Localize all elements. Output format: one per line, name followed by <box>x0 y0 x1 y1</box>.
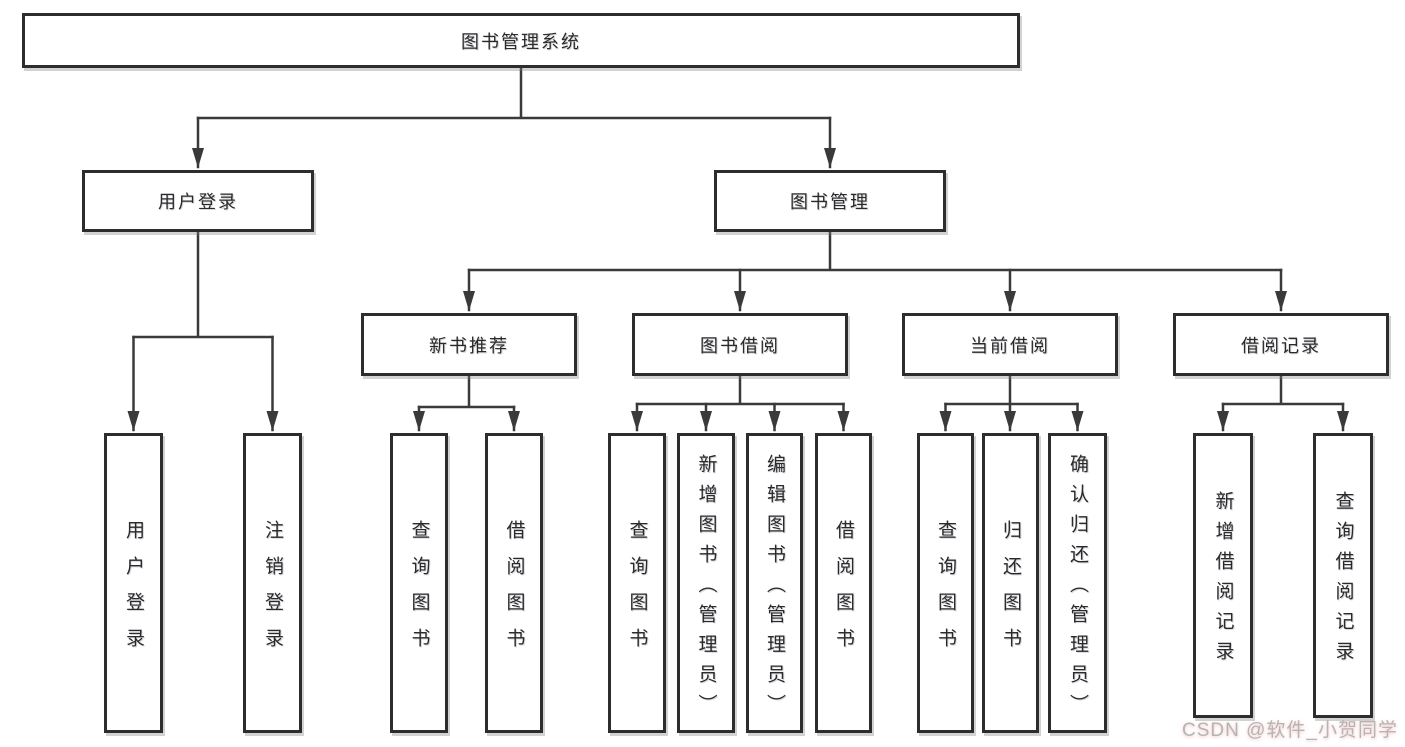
node-new-book-recommend: 新书推荐 <box>361 313 577 376</box>
leaf-confirm-return-admin: 确认归还（管理员） <box>1048 433 1107 733</box>
node-current-borrowing: 当前借阅 <box>902 313 1118 376</box>
leaf-add-books-admin: 新增图书（管理员） <box>677 433 735 733</box>
leaf-borrow-books-recommend-label: 借阅图书 <box>503 519 525 664</box>
leaf-query-borrow-record-label: 查询借阅记录 <box>1332 491 1354 671</box>
node-book-borrowing-label: 图书借阅 <box>700 335 780 356</box>
leaf-user-login-label: 用户登录 <box>123 519 144 664</box>
leaf-add-books-admin-label: 新增图书（管理员） <box>695 453 717 724</box>
node-borrowing-records: 借阅记录 <box>1173 313 1389 376</box>
leaf-return-books-label: 归还图书 <box>1000 519 1021 664</box>
leaf-logout-label: 注销登录 <box>262 519 283 664</box>
leaf-borrow-books-label: 借阅图书 <box>833 519 854 664</box>
leaf-confirm-return-admin-label: 确认归还（管理员） <box>1067 453 1088 724</box>
node-user-login-label: 用户登录 <box>158 192 238 212</box>
node-user-login: 用户登录 <box>82 170 314 232</box>
leaf-user-login: 用户登录 <box>104 433 163 733</box>
watermark: CSDN @软件_小贺同学 <box>1182 720 1398 741</box>
node-current-borrowing-label: 当前借阅 <box>970 335 1050 356</box>
leaf-query-books-current-label: 查询图书 <box>935 519 956 664</box>
leaf-query-books-borrowing-label: 查询图书 <box>626 519 648 664</box>
leaf-add-borrow-record: 新增借阅记录 <box>1193 433 1253 718</box>
leaf-edit-books-admin: 编辑图书（管理员） <box>746 433 803 733</box>
leaf-logout: 注销登录 <box>243 433 302 733</box>
node-new-book-recommend-label: 新书推荐 <box>429 335 509 356</box>
leaf-query-books-current: 查询图书 <box>917 433 974 733</box>
node-book-borrowing: 图书借阅 <box>632 313 848 376</box>
leaf-query-borrow-record: 查询借阅记录 <box>1313 433 1373 718</box>
leaf-query-books-borrowing: 查询图书 <box>608 433 666 733</box>
leaf-edit-books-admin-label: 编辑图书（管理员） <box>764 453 785 724</box>
leaf-add-borrow-record-label: 新增借阅记录 <box>1212 491 1234 671</box>
node-root-label: 图书管理系统 <box>461 31 581 52</box>
leaf-return-books: 归还图书 <box>982 433 1039 733</box>
node-root-library-system: 图书管理系统 <box>22 13 1020 68</box>
leaf-borrow-books: 借阅图书 <box>815 433 872 733</box>
leaf-query-books-recommend-label: 查询图书 <box>408 519 430 664</box>
leaf-query-books-recommend: 查询图书 <box>390 433 448 733</box>
node-book-management-label: 图书管理 <box>790 192 870 212</box>
node-book-management: 图书管理 <box>714 170 946 232</box>
leaf-borrow-books-recommend: 借阅图书 <box>485 433 543 733</box>
node-borrowing-records-label: 借阅记录 <box>1241 335 1321 356</box>
